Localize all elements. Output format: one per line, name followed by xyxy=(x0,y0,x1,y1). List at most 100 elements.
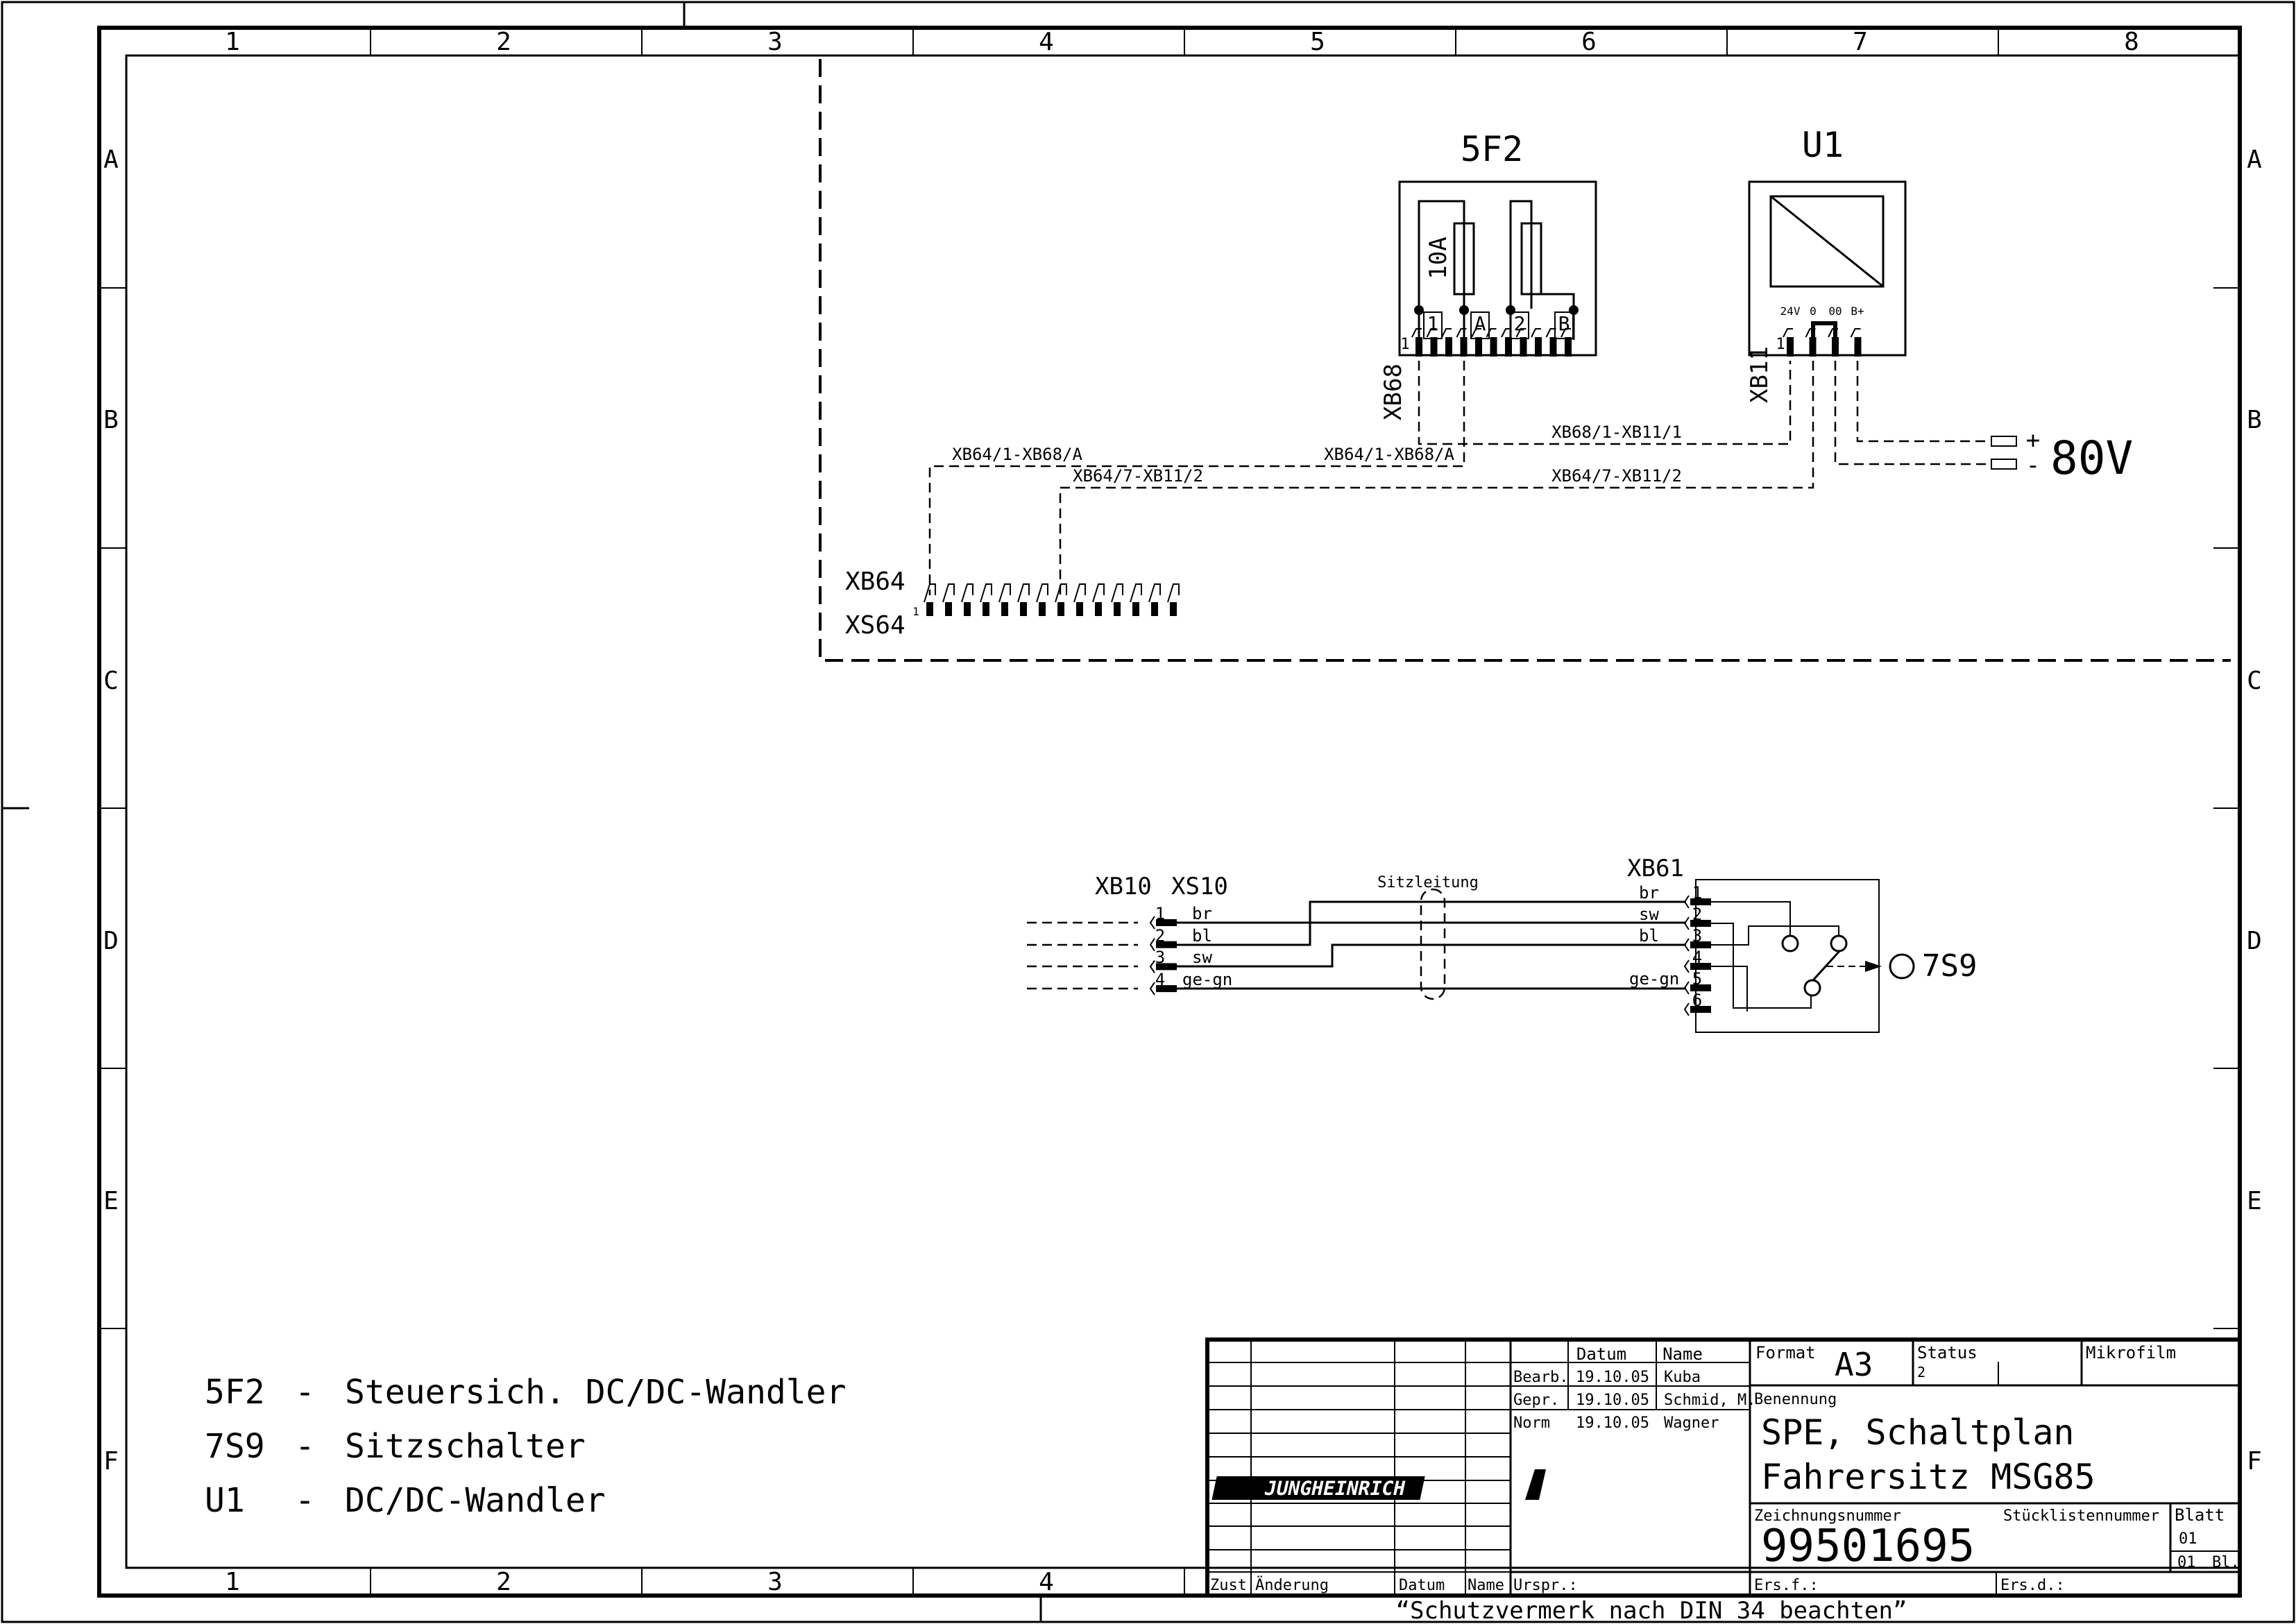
tb-gepr-date: 19.10.05 xyxy=(1576,1392,1649,1409)
seat-switch-box xyxy=(1695,879,1880,1033)
wire-xb68-1-xb11-1 xyxy=(1418,361,1792,445)
wire-label: XB64/7-XB11/2 xyxy=(1073,466,1203,486)
legend-dash: - xyxy=(295,1373,315,1412)
connector-pin-label: 1 xyxy=(1400,336,1409,353)
xb61-pin: 1 xyxy=(1692,883,1702,903)
row-label: F xyxy=(2247,1447,2262,1476)
connector-pin-lead xyxy=(1149,959,1155,973)
row-label: A xyxy=(2247,146,2262,174)
bridge-0-00 xyxy=(1811,321,1837,340)
seat-wire-bl xyxy=(1173,943,1686,968)
connector-pin-lead xyxy=(1783,328,1793,338)
row-label: E xyxy=(2247,1187,2262,1215)
tb-title-line1: SPE, Schaltplan xyxy=(1761,1412,2075,1453)
connector-pin-lead xyxy=(961,583,973,603)
connector-pin-lead xyxy=(1017,583,1030,603)
grid-ticks xyxy=(99,28,2240,1596)
connector-pin xyxy=(945,602,952,616)
tb-norm-label: Norm xyxy=(1513,1414,1550,1432)
connector-pin-lead xyxy=(1411,328,1422,338)
connector-pin-lead xyxy=(942,583,955,603)
column-label: 2 xyxy=(496,28,511,56)
xb61-pin: 2 xyxy=(1692,905,1702,924)
wire-supply-minus xyxy=(1834,361,1991,465)
xb61-pin: 4 xyxy=(1692,948,1702,967)
tb-name-label: Name xyxy=(1468,1577,1504,1594)
row-labels-right: A B C D E F xyxy=(2247,146,2262,1476)
fuse-block-outline xyxy=(1398,180,1597,357)
connector-pin xyxy=(1787,337,1794,357)
connector-pin-lead xyxy=(1130,583,1142,603)
tb-blatt-total: 01 xyxy=(2177,1554,2196,1571)
wire-label: XB64/1-XB68/A xyxy=(952,445,1082,464)
tb-norm-date: 19.10.05 xyxy=(1576,1414,1649,1432)
tb-zust-label: Zust xyxy=(1210,1577,1247,1594)
xs10-pin: 2 xyxy=(1155,926,1165,946)
row-label: C xyxy=(103,667,119,695)
connector-pin xyxy=(1535,337,1542,357)
connector-pin-lead xyxy=(1456,328,1467,338)
subassembly-boundary xyxy=(819,59,2231,662)
row-label: E xyxy=(103,1187,119,1215)
wire-color: bl xyxy=(1639,926,1659,946)
connector-pin xyxy=(1549,337,1557,357)
tb-ersd-label: Ers.d.: xyxy=(2000,1577,2065,1594)
wire-color: br xyxy=(1639,883,1659,903)
connector-pin-lead xyxy=(1471,328,1481,338)
tb-col-datum: Datum xyxy=(1576,1344,1626,1364)
connector-pin xyxy=(1854,337,1862,357)
component-ref-5f2: 5F2 xyxy=(1461,129,1523,169)
supply-minus-sign: - xyxy=(2026,452,2040,479)
connector-pin xyxy=(1690,984,1711,991)
xb61-pin: 3 xyxy=(1692,926,1702,946)
seat-incoming-lines xyxy=(1027,921,1138,990)
connector-label-xb64: XB64 xyxy=(845,567,905,596)
connector-pin xyxy=(1690,898,1711,905)
connector-pin-lead xyxy=(1805,328,1816,338)
connector-pin xyxy=(1156,941,1177,948)
seat-cable-label: Sitzleitung xyxy=(1377,874,1479,891)
connector-label-xb11: XB11 xyxy=(1746,346,1774,403)
column-label: 4 xyxy=(1039,28,1054,56)
row-label: F xyxy=(103,1447,119,1476)
row-label: B xyxy=(2247,406,2262,434)
tb-blatt-label: Blatt xyxy=(2175,1505,2225,1525)
converter-outline xyxy=(1748,180,1907,357)
tb-status-label: Status xyxy=(1917,1343,1978,1362)
connector-pin-lead xyxy=(980,583,992,603)
wire-supply-plus xyxy=(1856,361,1991,443)
fuse-rating-label: 10A xyxy=(1425,237,1452,279)
row-label: A xyxy=(103,146,119,174)
wire-color: sw xyxy=(1639,905,1659,924)
connector-label-xb61: XB61 xyxy=(1627,855,1684,882)
tb-datum-label: Datum xyxy=(1399,1577,1445,1594)
upper-wiring: XB68/1-XB11/1 XB64/1-XB68/A XB64/1-XB68/… xyxy=(928,361,2133,595)
legend-dash: - xyxy=(295,1481,315,1520)
connector-pin-lead xyxy=(1501,328,1511,338)
connector-pin xyxy=(926,602,933,616)
seat-wire-sw xyxy=(1173,921,1686,946)
tb-blatt-unit: Bl. xyxy=(2212,1554,2240,1571)
connector-pin-lead xyxy=(1441,328,1452,338)
connector-pin-lead xyxy=(1683,916,1690,930)
legend-ref: U1 xyxy=(205,1481,245,1520)
connector-pin xyxy=(1690,963,1711,970)
connector-pin xyxy=(1132,602,1139,616)
connector-pin xyxy=(1690,941,1711,948)
connector-pin-lead xyxy=(924,583,936,603)
xs10-pin: 3 xyxy=(1155,948,1165,967)
legend-desc: Steuersich. DC/DC-Wandler xyxy=(345,1373,846,1412)
connector-pin xyxy=(1490,337,1497,357)
legend-desc: DC/DC-Wandler xyxy=(345,1481,606,1520)
tb-gepr-name: Schmid, M. xyxy=(1664,1392,1755,1409)
cable-shield-marker xyxy=(1420,888,1446,1000)
connector-pin-lead xyxy=(1092,583,1105,603)
tb-bearb-name: Kuba xyxy=(1664,1369,1701,1386)
column-label: 7 xyxy=(1853,28,1868,56)
wire-label: XB68/1-XB11/1 xyxy=(1551,422,1682,442)
connector-pin-lead xyxy=(1073,583,1086,603)
tb-bearb-date: 19.10.05 xyxy=(1576,1369,1649,1386)
connector-xb11: XB11 1 xyxy=(1746,328,1862,403)
row-label: B xyxy=(103,406,119,434)
